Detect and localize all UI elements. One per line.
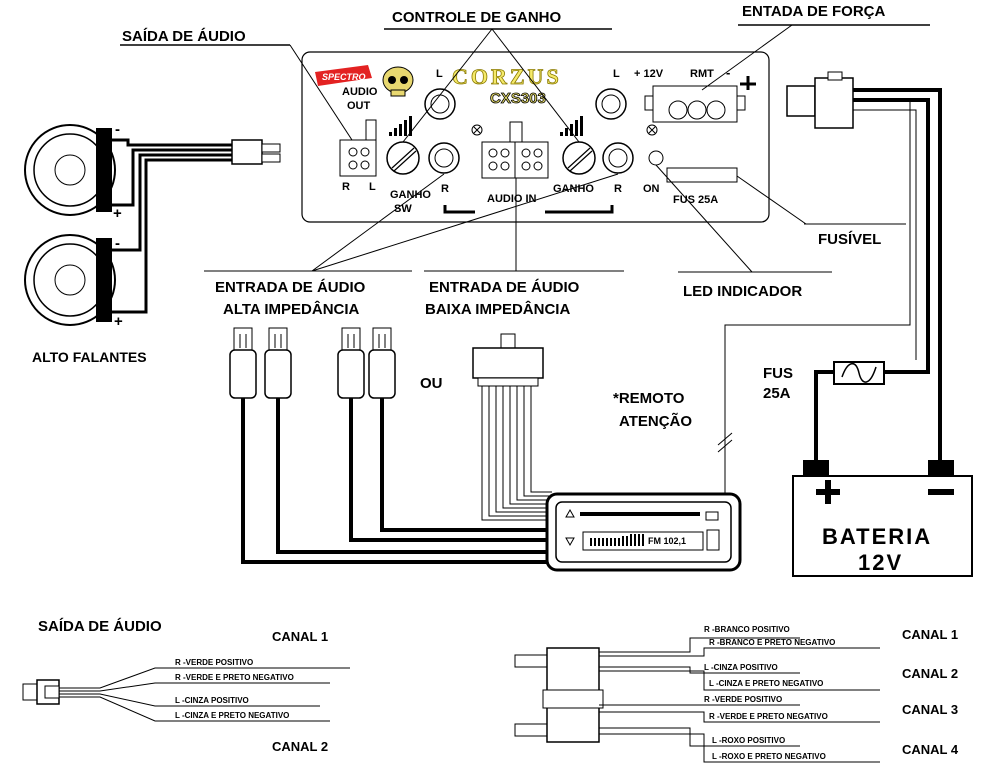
label: CANAL 4 bbox=[902, 742, 959, 757]
screw-icon bbox=[471, 124, 483, 136]
label: CONTROLE DE GANHO bbox=[392, 9, 562, 26]
label: - bbox=[115, 121, 120, 138]
fuse-icon bbox=[833, 361, 885, 385]
car-radio bbox=[545, 492, 742, 572]
fuse-slot bbox=[666, 167, 738, 183]
label: ON bbox=[643, 183, 660, 195]
label: L -CINZA POSITIVO bbox=[175, 696, 249, 705]
label: *REMOTO bbox=[613, 390, 685, 407]
label: BAIXA IMPEDÂNCIA bbox=[425, 300, 570, 318]
label: R -VERDE POSITIVO bbox=[175, 658, 253, 667]
input-harness-plug bbox=[514, 647, 604, 743]
label: ENTRADA DE ÁUDIO bbox=[215, 279, 366, 296]
speaker-plug bbox=[231, 139, 281, 165]
label: OUT bbox=[347, 100, 371, 112]
gain-level-icon bbox=[389, 116, 412, 136]
label: SW bbox=[394, 203, 412, 215]
label: GANHO bbox=[390, 189, 431, 201]
label: - bbox=[726, 65, 730, 80]
label: L -CINZA E PRETO NEGATIVO bbox=[175, 711, 289, 720]
audio-out-plug bbox=[22, 679, 60, 705]
label: R -VERDE E PRETO NEGATIVO bbox=[175, 673, 294, 682]
label: R -VERDE E PRETO NEGATIVO bbox=[709, 712, 828, 721]
label: R bbox=[441, 183, 449, 195]
label: + bbox=[113, 205, 122, 222]
label: 12V bbox=[858, 550, 903, 575]
low-impedance-connector bbox=[472, 333, 544, 387]
led-icon bbox=[648, 150, 664, 166]
label: OU bbox=[420, 375, 443, 392]
label: ENTADA DE FORÇA bbox=[742, 3, 885, 20]
label: L bbox=[436, 68, 443, 80]
label: + bbox=[114, 313, 123, 330]
label: ALTO FALANTES bbox=[32, 349, 147, 365]
label: L -ROXO E PRETO NEGATIVO bbox=[712, 752, 826, 761]
label: + 12V bbox=[634, 68, 664, 80]
label: AUDIO bbox=[342, 86, 378, 98]
label: SPECTRO bbox=[322, 72, 366, 82]
amplifier-panel bbox=[301, 51, 770, 223]
ground-icon bbox=[740, 76, 756, 90]
label: - bbox=[115, 235, 120, 252]
audio-out-connector bbox=[339, 119, 377, 177]
radio-display: FM 102,1 bbox=[648, 536, 686, 546]
screw-icon bbox=[646, 124, 658, 136]
label: L -ROXO POSITIVO bbox=[712, 736, 785, 745]
label: FUSÍVEL bbox=[818, 231, 881, 248]
power-connector bbox=[644, 85, 746, 123]
gain-knob-sw bbox=[386, 141, 420, 175]
label: 25A bbox=[763, 385, 791, 402]
label: GANHO bbox=[553, 183, 594, 195]
label: CANAL 2 bbox=[272, 739, 328, 754]
label: ENTRADA DE ÁUDIO bbox=[429, 279, 580, 296]
label: SAÍDA DE ÁUDIO bbox=[122, 28, 246, 45]
label: CANAL 2 bbox=[902, 666, 958, 681]
rca-plug bbox=[229, 327, 257, 399]
rca-plug bbox=[368, 327, 396, 399]
rca-plug bbox=[264, 327, 292, 399]
model-label: CXS303 bbox=[490, 90, 546, 107]
label: CANAL 1 bbox=[272, 629, 328, 644]
label: L -CINZA E PRETO NEGATIVO bbox=[709, 679, 823, 688]
skull-logo-icon bbox=[382, 66, 414, 97]
label: BATERIA bbox=[822, 524, 932, 549]
label: LED INDICADOR bbox=[683, 283, 802, 300]
power-plug bbox=[786, 71, 854, 129]
label: R -BRANCO POSITIVO bbox=[704, 625, 790, 634]
label: L -CINZA POSITIVO bbox=[704, 663, 778, 672]
label: SAÍDA DE ÁUDIO bbox=[38, 618, 162, 635]
spectro-sticker: SPECTRO bbox=[315, 65, 372, 86]
label: ATENÇÃO bbox=[619, 412, 692, 430]
label: R -BRANCO E PRETO NEGATIVO bbox=[709, 638, 835, 647]
label: FUS bbox=[763, 365, 793, 382]
label: L bbox=[369, 181, 376, 193]
rca-plug bbox=[337, 327, 365, 399]
label: RMT bbox=[690, 68, 714, 80]
label: L bbox=[613, 68, 620, 80]
speaker-2-icon bbox=[24, 234, 116, 326]
corzus-logo: CORZUS bbox=[452, 64, 562, 89]
speaker-1-icon bbox=[24, 124, 116, 216]
signal-bars-icon bbox=[590, 534, 644, 546]
label: R -VERDE POSITIVO bbox=[704, 695, 782, 704]
audio-in-connector bbox=[481, 121, 549, 179]
label: R bbox=[342, 181, 350, 193]
label: CANAL 1 bbox=[902, 627, 958, 642]
label: R bbox=[614, 183, 622, 195]
gain-knob bbox=[562, 141, 596, 175]
label: FUS 25A bbox=[673, 194, 718, 206]
label: AUDIO IN bbox=[487, 193, 537, 205]
label: CANAL 3 bbox=[902, 702, 958, 717]
gain-level-icon bbox=[560, 116, 583, 136]
label: ALTA IMPEDÂNCIA bbox=[223, 300, 360, 318]
battery-icon bbox=[792, 460, 973, 577]
